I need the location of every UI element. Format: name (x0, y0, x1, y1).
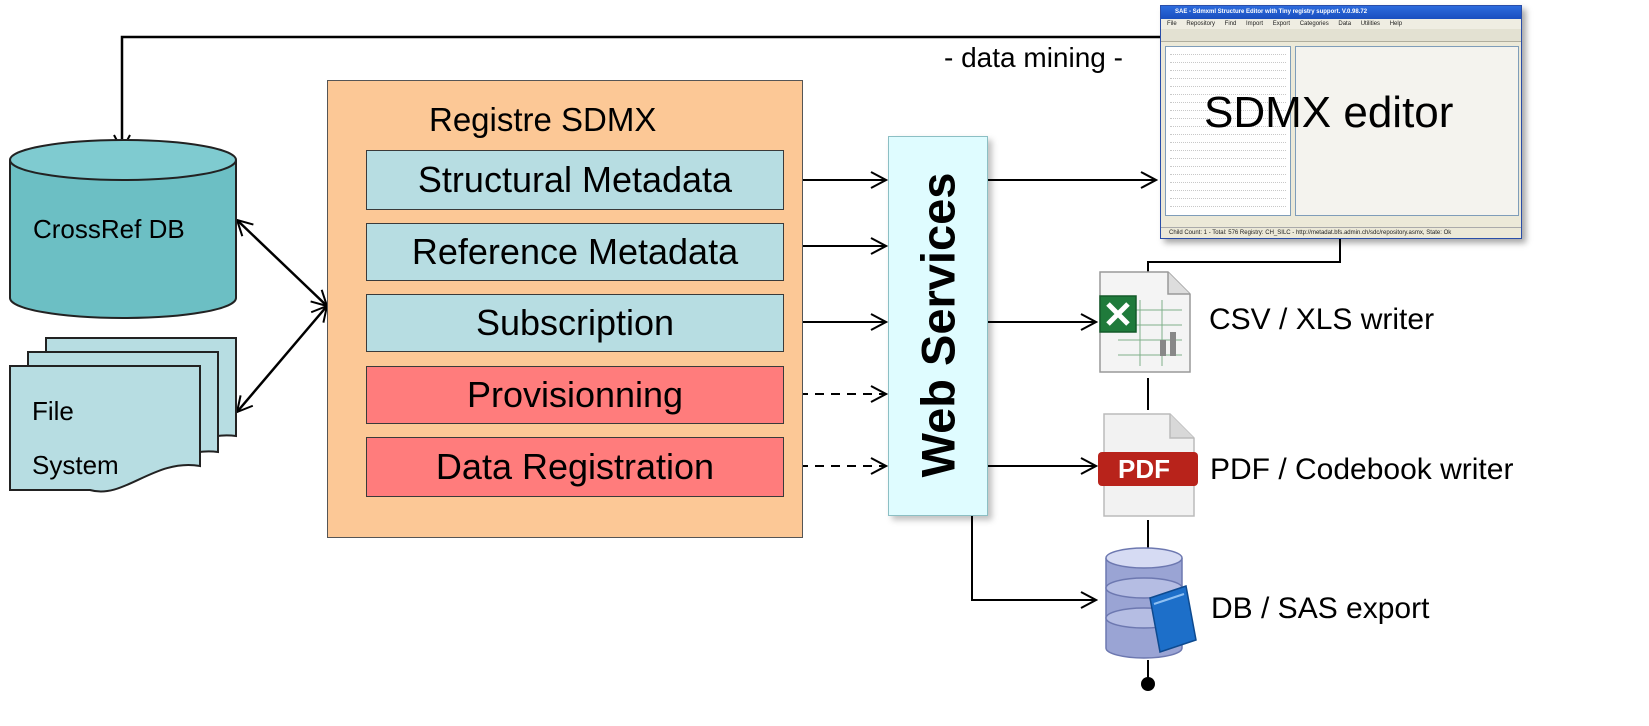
web-services-label: Web Services (911, 172, 965, 478)
excel-file-icon (1099, 271, 1191, 373)
module-data-registration: Data Registration (366, 437, 784, 497)
crossref-registry-arrow (237, 220, 327, 306)
bus-endpoint (1141, 677, 1155, 691)
db-sas-export-label: DB / SAS export (1211, 592, 1430, 625)
module-reference-metadata: Reference Metadata (366, 223, 784, 281)
crossref-db-cylinder (9, 139, 237, 319)
crossref-db-label: CrossRef DB (33, 214, 185, 244)
registry-title: Registre SDMX (429, 101, 657, 138)
editor-menu-bar: File Repository Find Import Export Categ… (1161, 19, 1521, 29)
editor-toolbar (1161, 29, 1521, 42)
editor-tree-panel (1165, 46, 1291, 216)
editor-properties-panel (1295, 46, 1519, 216)
csv-xls-writer-label: CSV / XLS writer (1209, 303, 1435, 336)
file-system-stack (9, 337, 237, 493)
file-system-label-line1: File (32, 396, 74, 426)
pdf-file-icon (1098, 413, 1198, 517)
module-provisionning: Provisionning (366, 366, 784, 424)
filesystem-registry-arrow (237, 306, 327, 412)
sdmx-editor-label: SDMX editor (1204, 88, 1454, 137)
web-services-bar (888, 136, 988, 516)
file-system-label-line2: System (32, 450, 119, 480)
data-mining-connector (122, 35, 1160, 150)
pdf-codebook-writer-label: PDF / Codebook writer (1210, 453, 1514, 486)
database-stack-icon (1105, 547, 1197, 659)
output-bus (1147, 237, 1341, 276)
pdf-icon-label: PDF (1118, 454, 1170, 484)
module-subscription: Subscription (366, 294, 784, 352)
sdmx-editor-screenshot: SAE - Sdmxml Structure Editor with Tiny … (1160, 5, 1522, 239)
module-structural-metadata: Structural Metadata (366, 150, 784, 210)
ws-db-arrow (971, 514, 1096, 600)
editor-status-bar: Child Count: 1 - Total: 576 Registry: CH… (1161, 227, 1521, 238)
editor-title-bar: SAE - Sdmxml Structure Editor with Tiny … (1161, 6, 1521, 19)
data-mining-label: - data mining - (944, 42, 1127, 74)
